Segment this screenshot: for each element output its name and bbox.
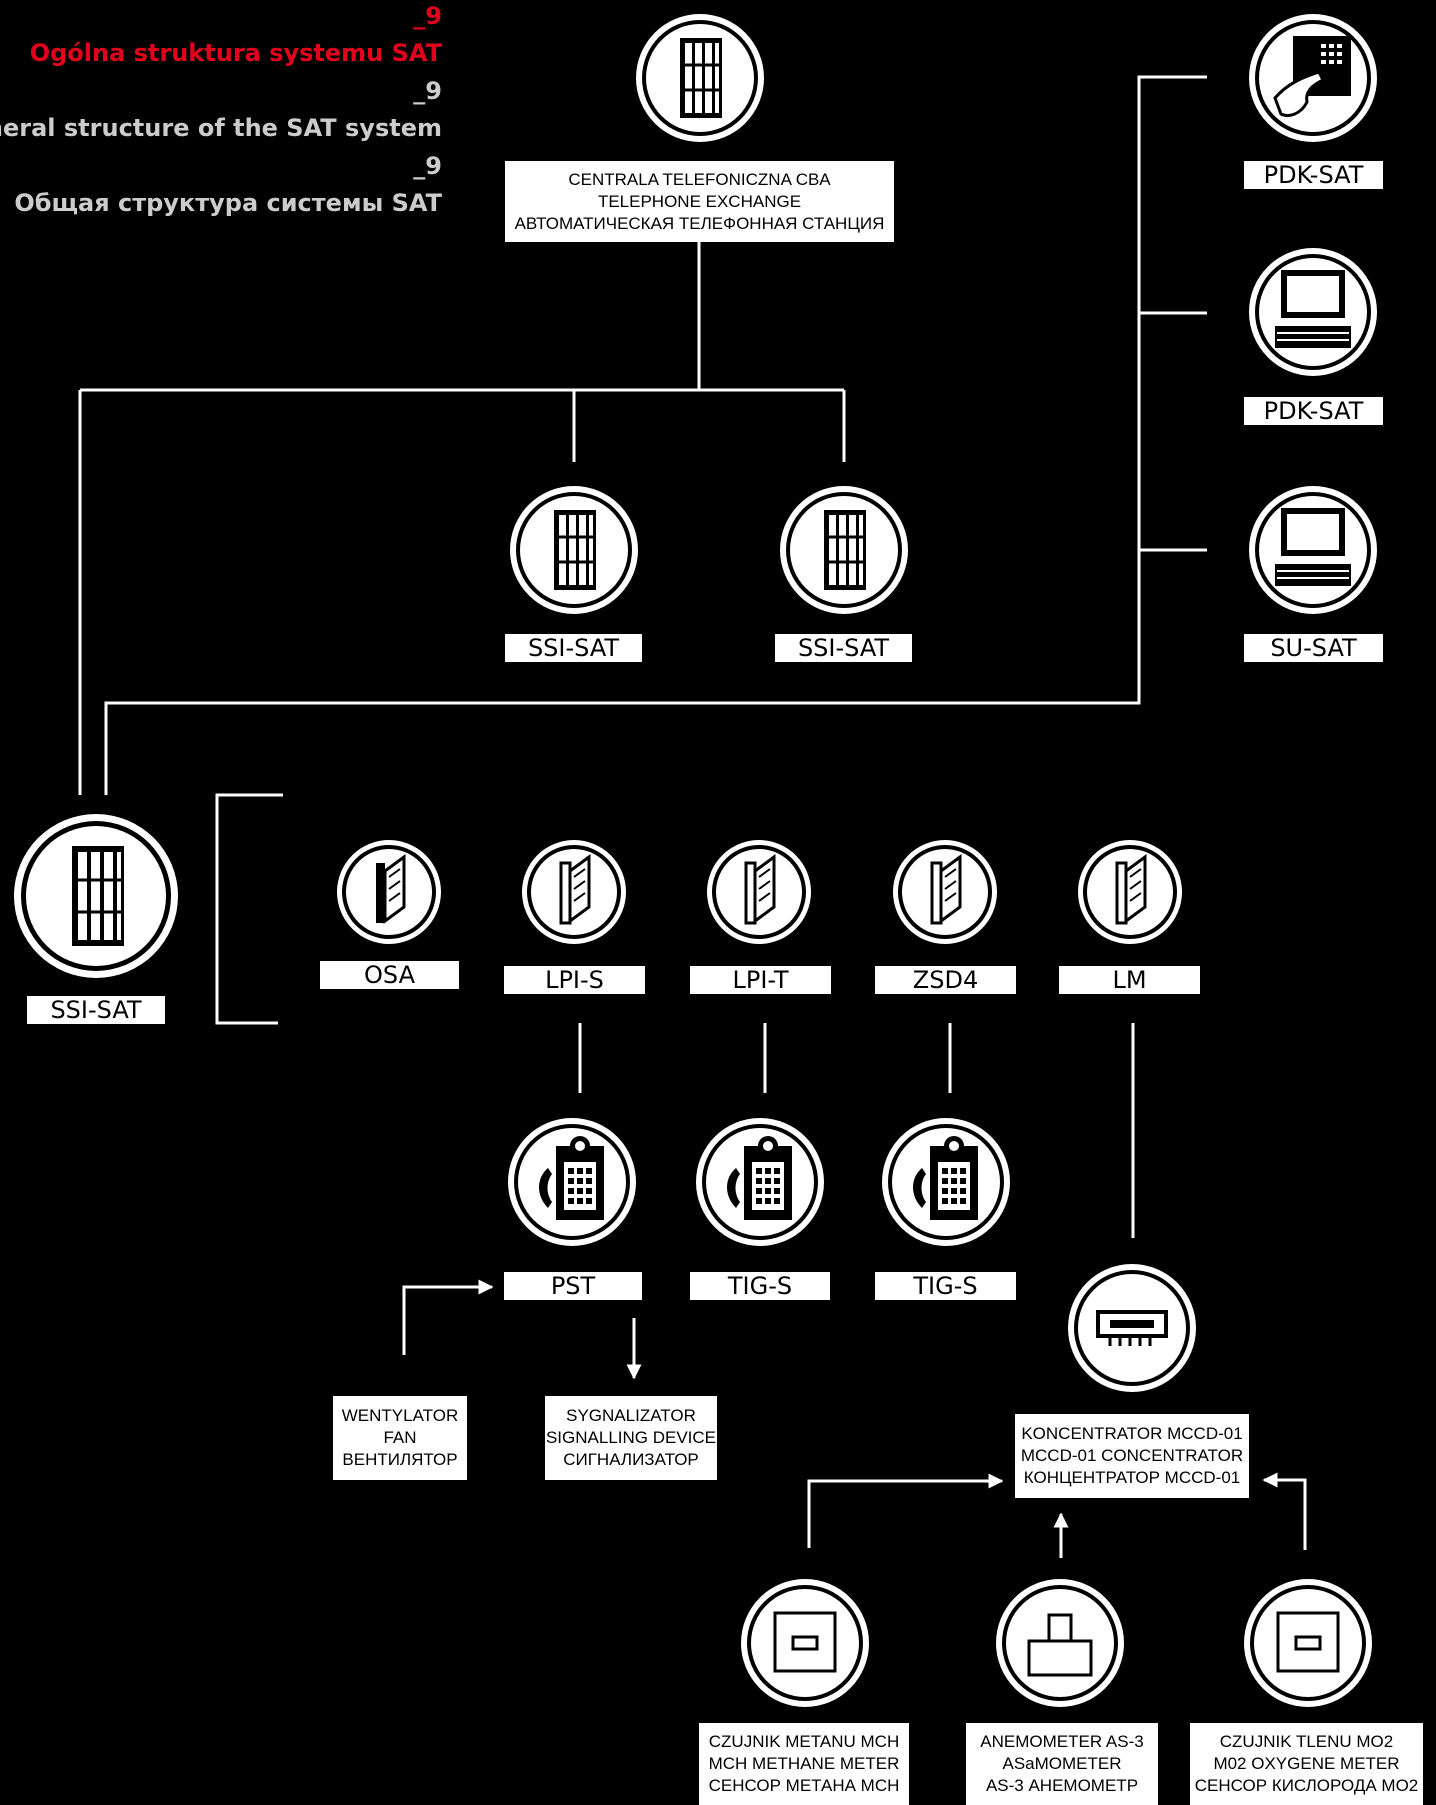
pst-label: PST xyxy=(504,1272,642,1300)
page-number: _9 xyxy=(413,152,442,180)
computer-icon xyxy=(1249,486,1377,614)
box-line: ВЕНТИЛЯТОР xyxy=(342,1450,458,1469)
box-line: MCCD-01 CONCENTRATOR xyxy=(1020,1446,1244,1465)
box-line: SYGNALIZATOR xyxy=(566,1406,696,1425)
ssi-sat-label: SSI-SAT xyxy=(775,634,912,662)
box-line: СИГНАЛИЗАТОР xyxy=(563,1450,699,1469)
box-line: TELEPHONE EXCHANGE xyxy=(597,191,802,211)
telephone-icon xyxy=(696,1118,824,1246)
title-english: General structure of the SAT system xyxy=(0,114,442,142)
touchscreen-icon xyxy=(1249,14,1377,142)
box-line: AS-3 АНЕМОМЕТР xyxy=(985,1776,1139,1795)
chip-icon xyxy=(1068,1264,1196,1392)
title-russian: Общая структура системы SAT xyxy=(14,189,442,217)
pdk-sat-label: PDK-SAT xyxy=(1244,397,1383,425)
telephone-icon xyxy=(882,1118,1010,1246)
module-card-icon xyxy=(893,840,997,944)
box-line: M02 OXYGENE METER xyxy=(1213,1754,1400,1773)
box-line: MCH METHANE METER xyxy=(708,1754,900,1773)
module-card-icon xyxy=(707,840,811,944)
page-number: _9 xyxy=(413,2,442,30)
oxygen-sensor-box: CZUJNIK TLENU MO2 M02 OXYGENE METER СЕНС… xyxy=(1190,1723,1423,1805)
lpi-t-label: LPI-T xyxy=(690,966,831,994)
sensor-icon xyxy=(1244,1579,1372,1707)
page-number: _9 xyxy=(413,77,442,105)
box-line: CZUJNIK METANU MCH xyxy=(708,1732,900,1751)
telephone-exchange-box: CENTRALA TELEFONICZNA CBA TELEPHONE EXCH… xyxy=(505,161,894,242)
osa-label: OSA xyxy=(320,961,459,989)
module-card-icon xyxy=(522,840,626,944)
module-card-icon xyxy=(1078,840,1182,944)
box-line: СЕНСОР МЕТАНА MCH xyxy=(708,1776,900,1795)
cabinet-icon xyxy=(636,14,764,142)
box-line: АВТОМАТИЧЕСКАЯ ТЕЛЕФОННАЯ СТАНЦИЯ xyxy=(514,213,885,233)
concentrator-box: KONCENTRATOR MCCD-01 MCCD-01 CONCENTRATO… xyxy=(1015,1414,1249,1498)
box-line: FAN xyxy=(383,1428,417,1447)
tig-s-label: TIG-S xyxy=(875,1272,1016,1300)
cabinet-icon xyxy=(780,486,908,614)
box-line: SIGNALLING DEVICE xyxy=(545,1428,717,1447)
ssi-sat-main-label: SSI-SAT xyxy=(27,996,165,1024)
ssi-sat-label: SSI-SAT xyxy=(505,634,642,662)
computer-icon xyxy=(1249,248,1377,376)
signalling-device-box: SYGNALIZATOR SIGNALLING DEVICE СИГНАЛИЗА… xyxy=(545,1396,717,1480)
module-card-icon xyxy=(337,840,441,944)
box-line: СЕНСОР КИСЛОРОДА MO2 xyxy=(1194,1776,1419,1795)
box-line: KONCENTRATOR MCCD-01 xyxy=(1021,1424,1243,1443)
box-line: ASaMOMETER xyxy=(1002,1754,1122,1773)
sensor-icon xyxy=(741,1579,869,1707)
anemometer-icon xyxy=(996,1579,1124,1707)
box-line: CZUJNIK TLENU MO2 xyxy=(1219,1732,1394,1751)
telephone-icon xyxy=(508,1118,636,1246)
anemometer-box: ANEMOMETER AS-3 ASaMOMETER AS-3 АНЕМОМЕТ… xyxy=(966,1723,1158,1805)
fan-box: WENTYLATOR FAN ВЕНТИЛЯТОР xyxy=(333,1396,467,1480)
tig-s-label: TIG-S xyxy=(690,1272,830,1300)
su-sat-label: SU-SAT xyxy=(1244,634,1383,662)
lpi-s-label: LPI-S xyxy=(504,966,645,994)
methane-sensor-box: CZUJNIK METANU MCH MCH METHANE METER СЕН… xyxy=(699,1723,909,1805)
pdk-sat-label: PDK-SAT xyxy=(1244,161,1383,189)
cabinet-icon xyxy=(510,486,638,614)
cabinet-icon xyxy=(14,814,178,978)
zsd4-label: ZSD4 xyxy=(875,966,1016,994)
title-polish: Ogólna struktura systemu SAT xyxy=(29,39,442,67)
box-line: WENTYLATOR xyxy=(341,1406,459,1425)
box-line: КОНЦЕНТРАТОР MCCD-01 xyxy=(1023,1468,1241,1487)
box-line: ANEMOMETER AS-3 xyxy=(980,1732,1144,1751)
lm-label: LM xyxy=(1059,966,1200,994)
box-line: CENTRALA TELEFONICZNA CBA xyxy=(568,169,831,189)
